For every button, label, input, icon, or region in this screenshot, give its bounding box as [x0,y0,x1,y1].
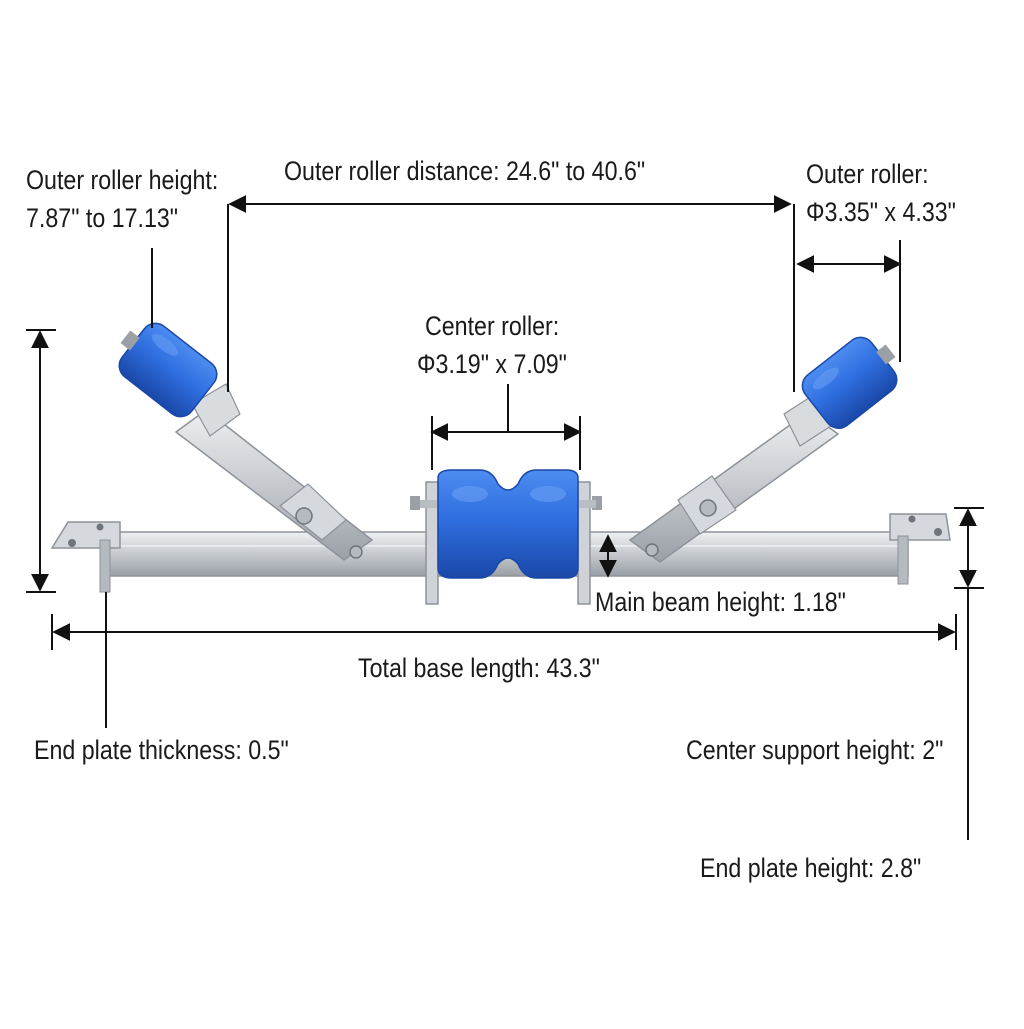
left-roller-arm [174,383,374,561]
center-roller-size: Φ3.19" x 7.09" [417,349,567,379]
left-outer-roller [118,322,218,418]
outer-roller-size: Φ3.35" x 4.33" [806,197,956,227]
dimension-lines [26,195,984,840]
center-roller-label: Center roller: [425,311,560,341]
end-plate-height-label: End plate height: 2.8" [700,853,922,883]
right-roller-arm [628,391,840,563]
left-end-plate [50,521,121,593]
outer-roller-label: Outer roller: [806,159,929,189]
outer-roller-distance-label: Outer roller distance: 24.6" to 40.6" [284,156,646,186]
total-base-length-label: Total base length: 43.3" [358,653,600,683]
end-plate-thickness-label: End plate thickness: 0.5" [34,735,289,765]
outer-roller-height-value: 7.87" to 17.13" [26,203,179,233]
main-beam-height-label: Main beam height: 1.18" [595,587,846,617]
right-end-plate [889,513,951,585]
center-roller [437,469,579,579]
outer-roller-height-label: Outer roller height: [26,165,219,195]
right-outer-roller [801,336,898,429]
center-support-height-label: Center support height: 2" [686,735,944,765]
